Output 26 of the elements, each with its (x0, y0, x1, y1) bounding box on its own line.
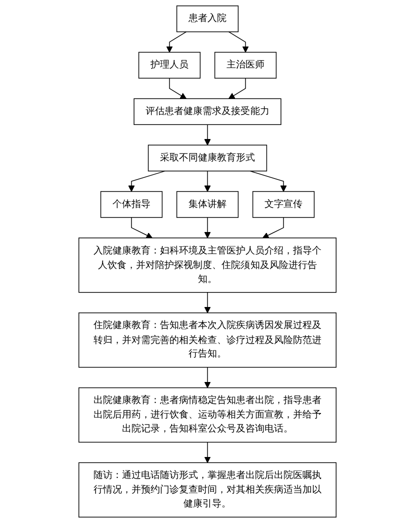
node-box: 患者入院 (176, 5, 239, 32)
node-box: 住院健康教育：告知患者本次入院疾病诱因发展过程及转归，并对需完善的相关检查、诊疗过程及风险防范进行告知。 (78, 312, 336, 368)
node-box: 采取不同健康教育形式 (148, 144, 268, 172)
node-box: 评估患者健康需求及接受能力 (134, 98, 282, 125)
arrow (128, 170, 166, 192)
node-box: 护理人员 (138, 52, 201, 79)
arrow (131, 217, 153, 238)
node-box: 主治医师 (214, 52, 277, 79)
node-box: 出院健康教育：患者病情稳定告知患者出院，指导患者出院后用药，进行饮食、运动等相关方面宣教，并给予出院记录，告知科室公众号及咨询电话。 (78, 387, 336, 443)
node-box: 文字宣传 (252, 191, 315, 218)
arrow (228, 78, 246, 99)
arrow (169, 78, 187, 99)
arrow (204, 442, 211, 463)
arrow (204, 366, 211, 388)
arrow (250, 170, 287, 192)
arrow (166, 31, 187, 53)
arrow (204, 170, 211, 192)
node-box: 集体讲解 (176, 191, 239, 218)
arrow (204, 217, 211, 238)
arrow (262, 217, 284, 238)
arrow (204, 124, 211, 146)
arrow (204, 292, 211, 314)
node-box: 个体指导 (100, 191, 163, 218)
arrow (228, 31, 249, 53)
node-box: 入院健康教育：妇科环境及主管医护人员介绍，指导个人饮食，并对陪护探视制度、住院须知及风险进行告知。 (78, 238, 336, 293)
node-box: 随访：通过电话随访形式，掌握患者出院后出院医嘱执行情况，并预约门诊复查时间，对其相关疾病适当加以健康引导。 (78, 462, 336, 518)
